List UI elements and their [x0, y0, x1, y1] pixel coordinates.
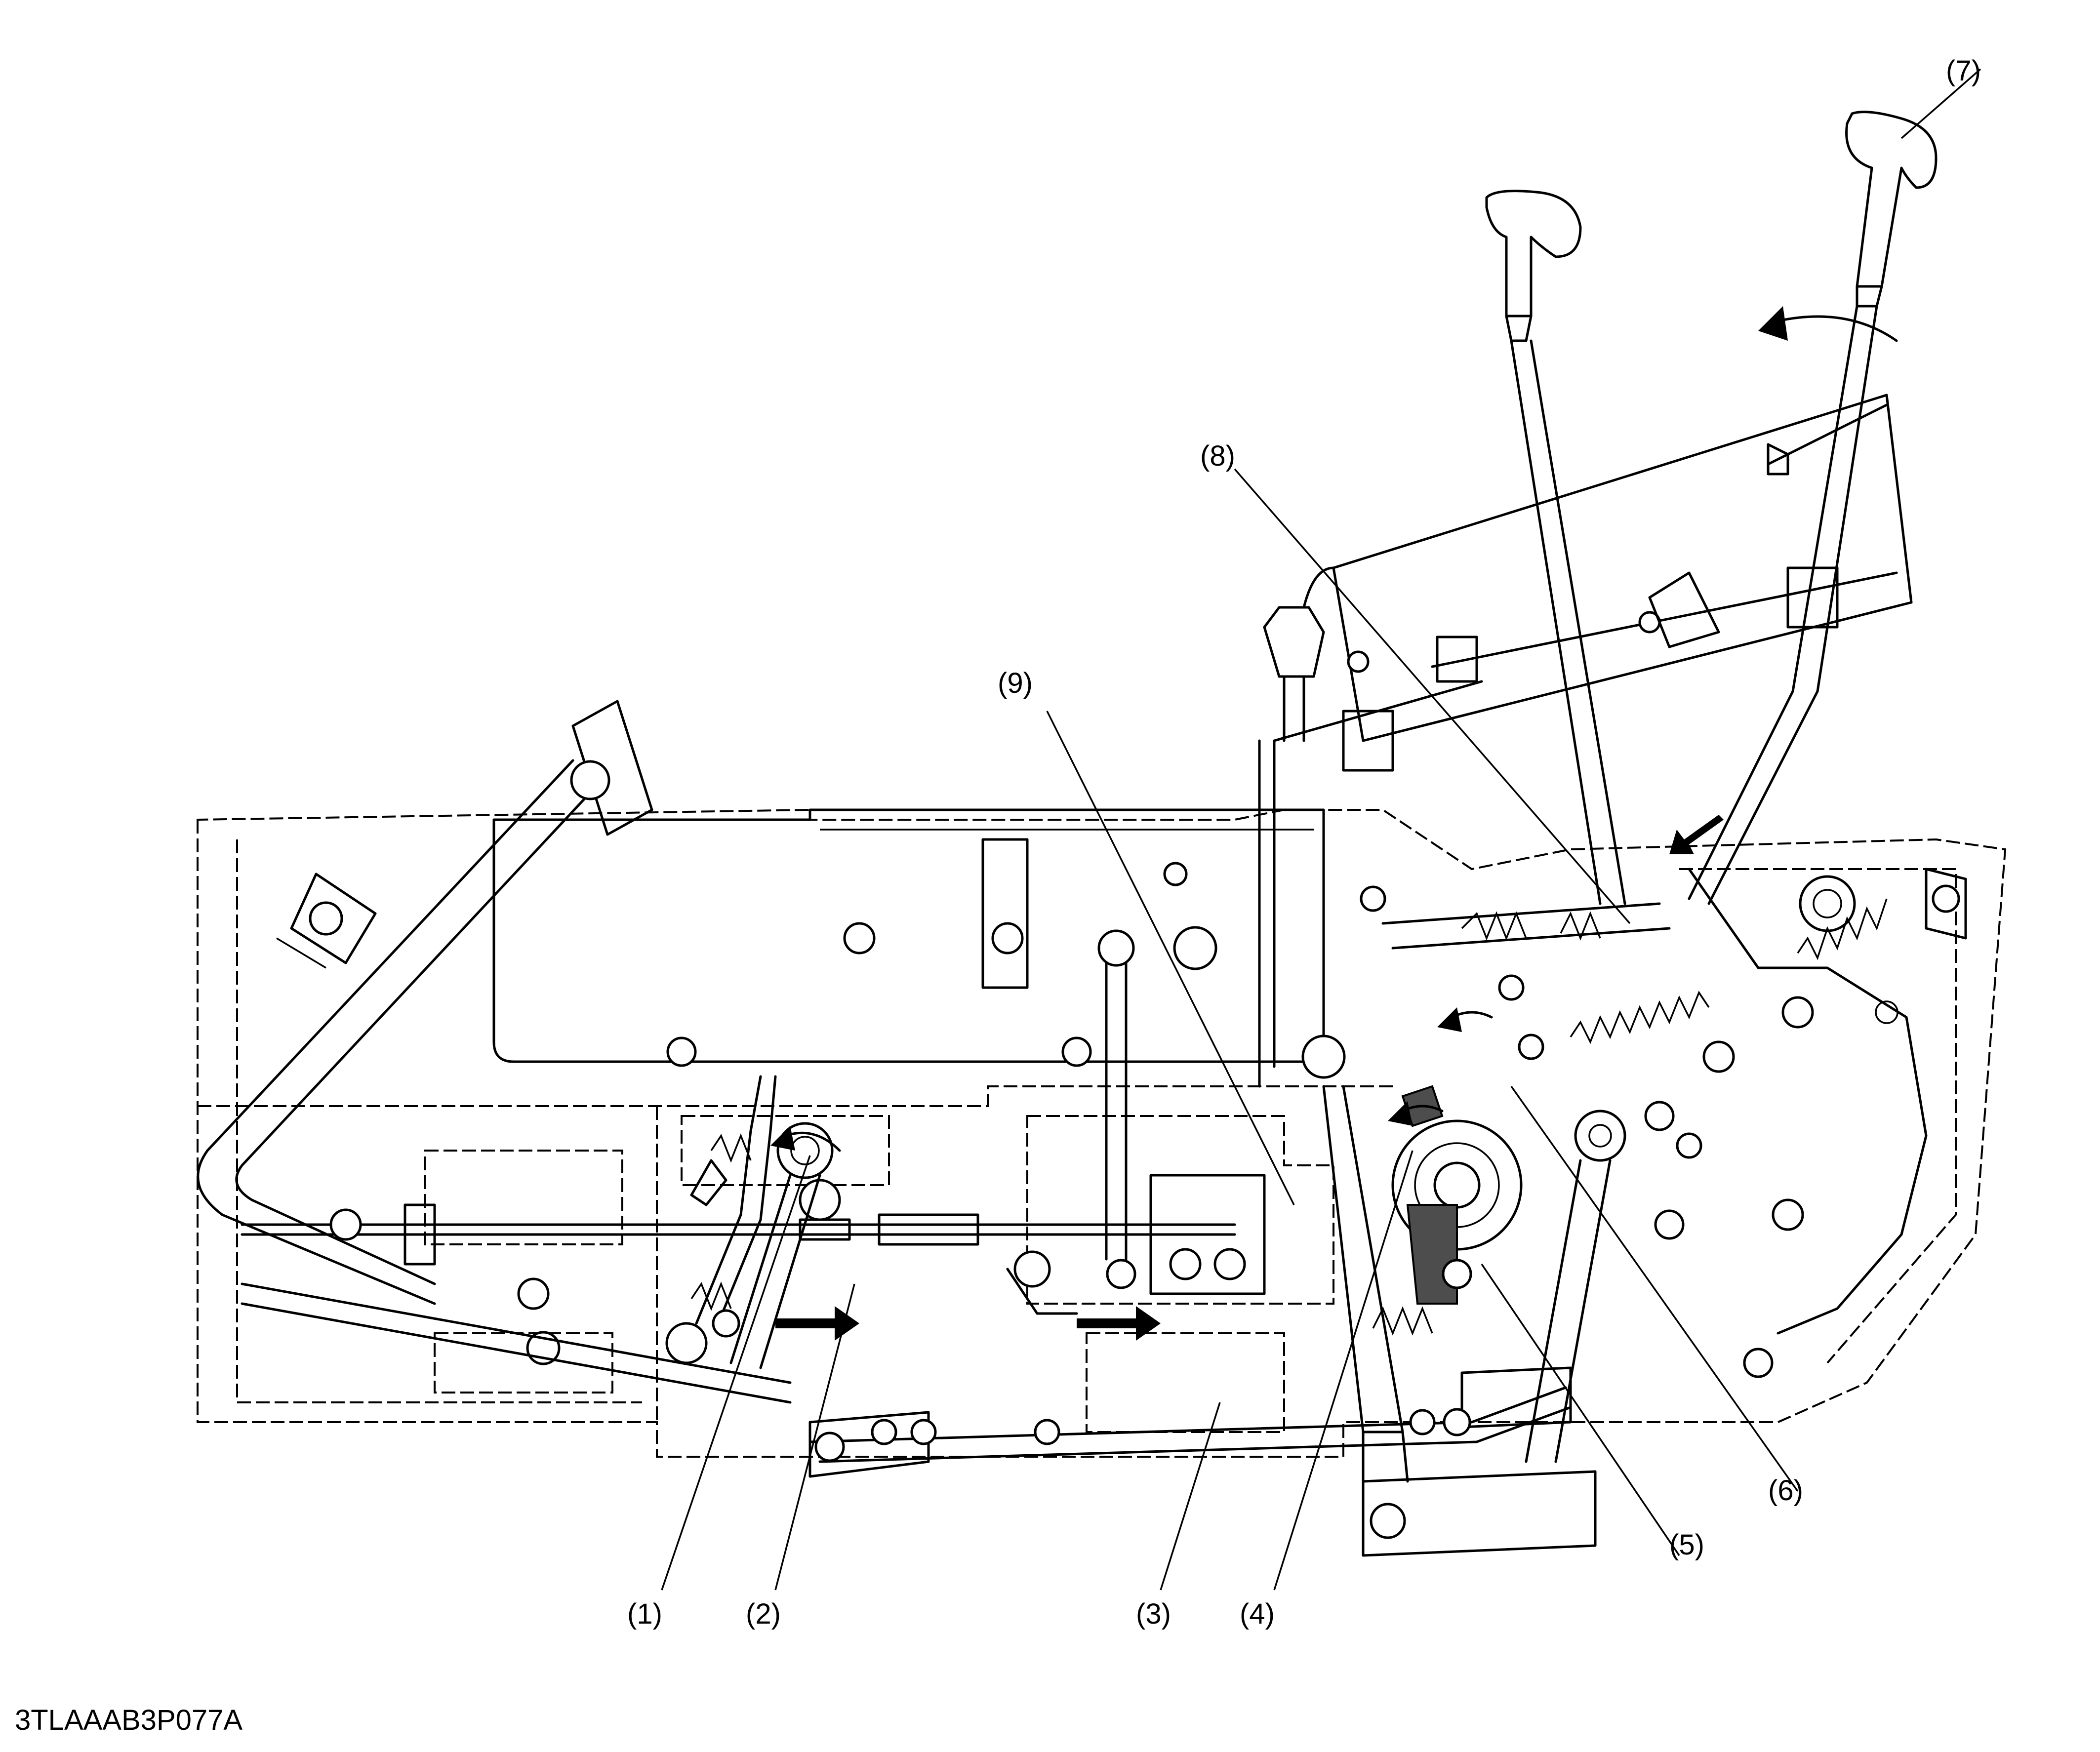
center-linkage	[665, 929, 1266, 1369]
shift-levers	[1485, 111, 1938, 932]
leader-lines	[661, 68, 1981, 1591]
callout-1: (1)	[627, 1598, 662, 1630]
direction-arrows	[770, 306, 1898, 1341]
callout-7: (7)	[1946, 55, 1981, 87]
hub-assembly	[1391, 1085, 1523, 1305]
lower-rods	[241, 1203, 1236, 1404]
callout-9: (9)	[998, 667, 1033, 699]
callout-8: (8)	[1200, 440, 1235, 472]
right-housing	[1525, 868, 1967, 1463]
figure-code: 3TLAAAB3P077A	[15, 1704, 243, 1736]
bottom-bell-crank	[1322, 1085, 1597, 1557]
brake-pedal	[197, 700, 653, 1305]
springs	[690, 898, 1888, 1336]
lever-guide-bracket	[1258, 394, 1913, 1088]
throttle-knob	[1263, 606, 1325, 742]
bolts	[712, 862, 1735, 1445]
lower-linkage	[808, 1366, 1572, 1478]
callout-3: (3)	[1136, 1598, 1171, 1630]
cover-plate	[492, 808, 1325, 1067]
callout-5: (5)	[1669, 1529, 1704, 1561]
callout-6: (6)	[1768, 1474, 1803, 1507]
callout-4: (4)	[1240, 1598, 1275, 1630]
callout-2: (2)	[746, 1598, 781, 1630]
transmission-housing	[197, 808, 2007, 1458]
